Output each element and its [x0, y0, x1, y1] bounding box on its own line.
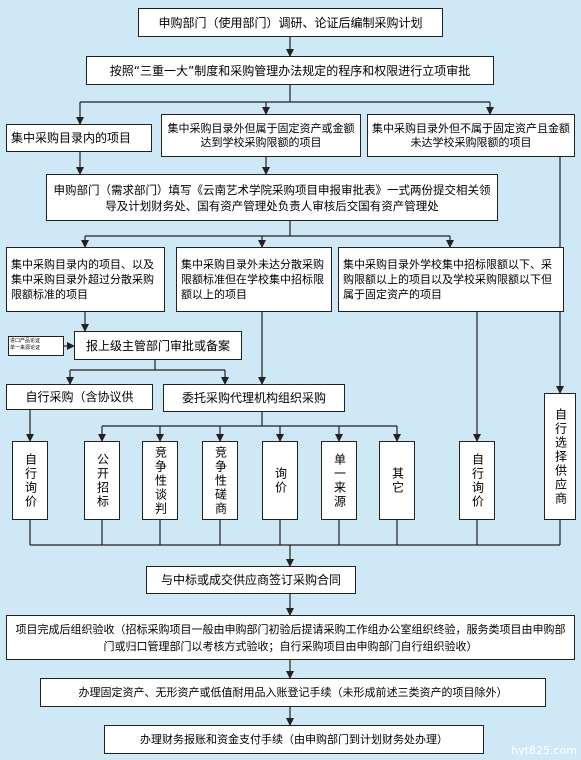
step-report-superior: 报上级主管部门审批或备案 — [74, 331, 242, 360]
method-competitive-consultation: 竞争性磋商 — [202, 441, 238, 520]
category-outside-below-limit: 集中采购目录外但不属于固定资产且金额未达学校采购限额的项目 — [367, 114, 575, 157]
method-open-tender: 公开招标 — [84, 441, 120, 520]
step-plan: 申购部门（使用部门）调研、论证后编制采购计划 — [138, 8, 443, 37]
import-single-source-note: 进口产品论证 单一来源论证 — [8, 336, 64, 356]
method-competitive-negotiation: 竞争性谈判 — [142, 441, 178, 520]
method-other: 其它 — [379, 441, 415, 520]
category-outside-fixed-asset: 集中采购目录外但属于固定资产或金额达到学校采购限额的项目 — [161, 114, 361, 157]
watermark: hyt825.com — [511, 744, 577, 757]
self-procurement: 自行采购（含协议供 — [6, 384, 153, 410]
agency-procurement: 委托采购代理机构组织采购 — [163, 384, 345, 412]
method-inquiry: 询价 — [262, 441, 298, 520]
method-single-source: 单一来源 — [321, 441, 357, 520]
step-payment: 办理财务报账和资金支付手续（由申购部门到计划财务处办理） — [104, 725, 484, 754]
step-sign-contract: 与中标或成交供应商签订采购合同 — [146, 566, 356, 594]
type-below-tender: 集中采购目录外学校集中招标限额以下、采购限额以上的项目以及学校采购限额以下但属于… — [338, 247, 564, 312]
method-self-inquiry-2: 自行询价 — [459, 441, 495, 520]
type-central-tender: 集中采购目录外未达分散采购限额标准但在学校集中招标限额以上的项目 — [176, 247, 332, 312]
step-fill-form: 申购部门（需求部门）填写《云南艺术学院采购项目申报审批表》一式两份提交相关领导及… — [46, 174, 498, 221]
method-self-select-supplier: 自行选择供应商 — [544, 393, 576, 520]
step-approval: 按照“三重一大”制度和采购管理办法规定的程序和权限进行立项审批 — [86, 56, 494, 85]
method-self-inquiry: 自行询价 — [12, 441, 48, 520]
category-central-catalog: 集中采购目录内的项目 — [6, 124, 152, 152]
step-asset-registration: 办理固定资产、无形资产或低值耐用品入账登记手续（未形成前述三类资产的项目除外） — [40, 678, 546, 707]
step-acceptance: 项目完成后组织验收（招标采购项目一般由申购部门初验后提请采购工作组办公室组织终验… — [6, 615, 575, 660]
type-over-limit: 集中采购目录内的项目、以及集中采购目录外超过分散采购限额标准的项目 — [6, 247, 165, 312]
